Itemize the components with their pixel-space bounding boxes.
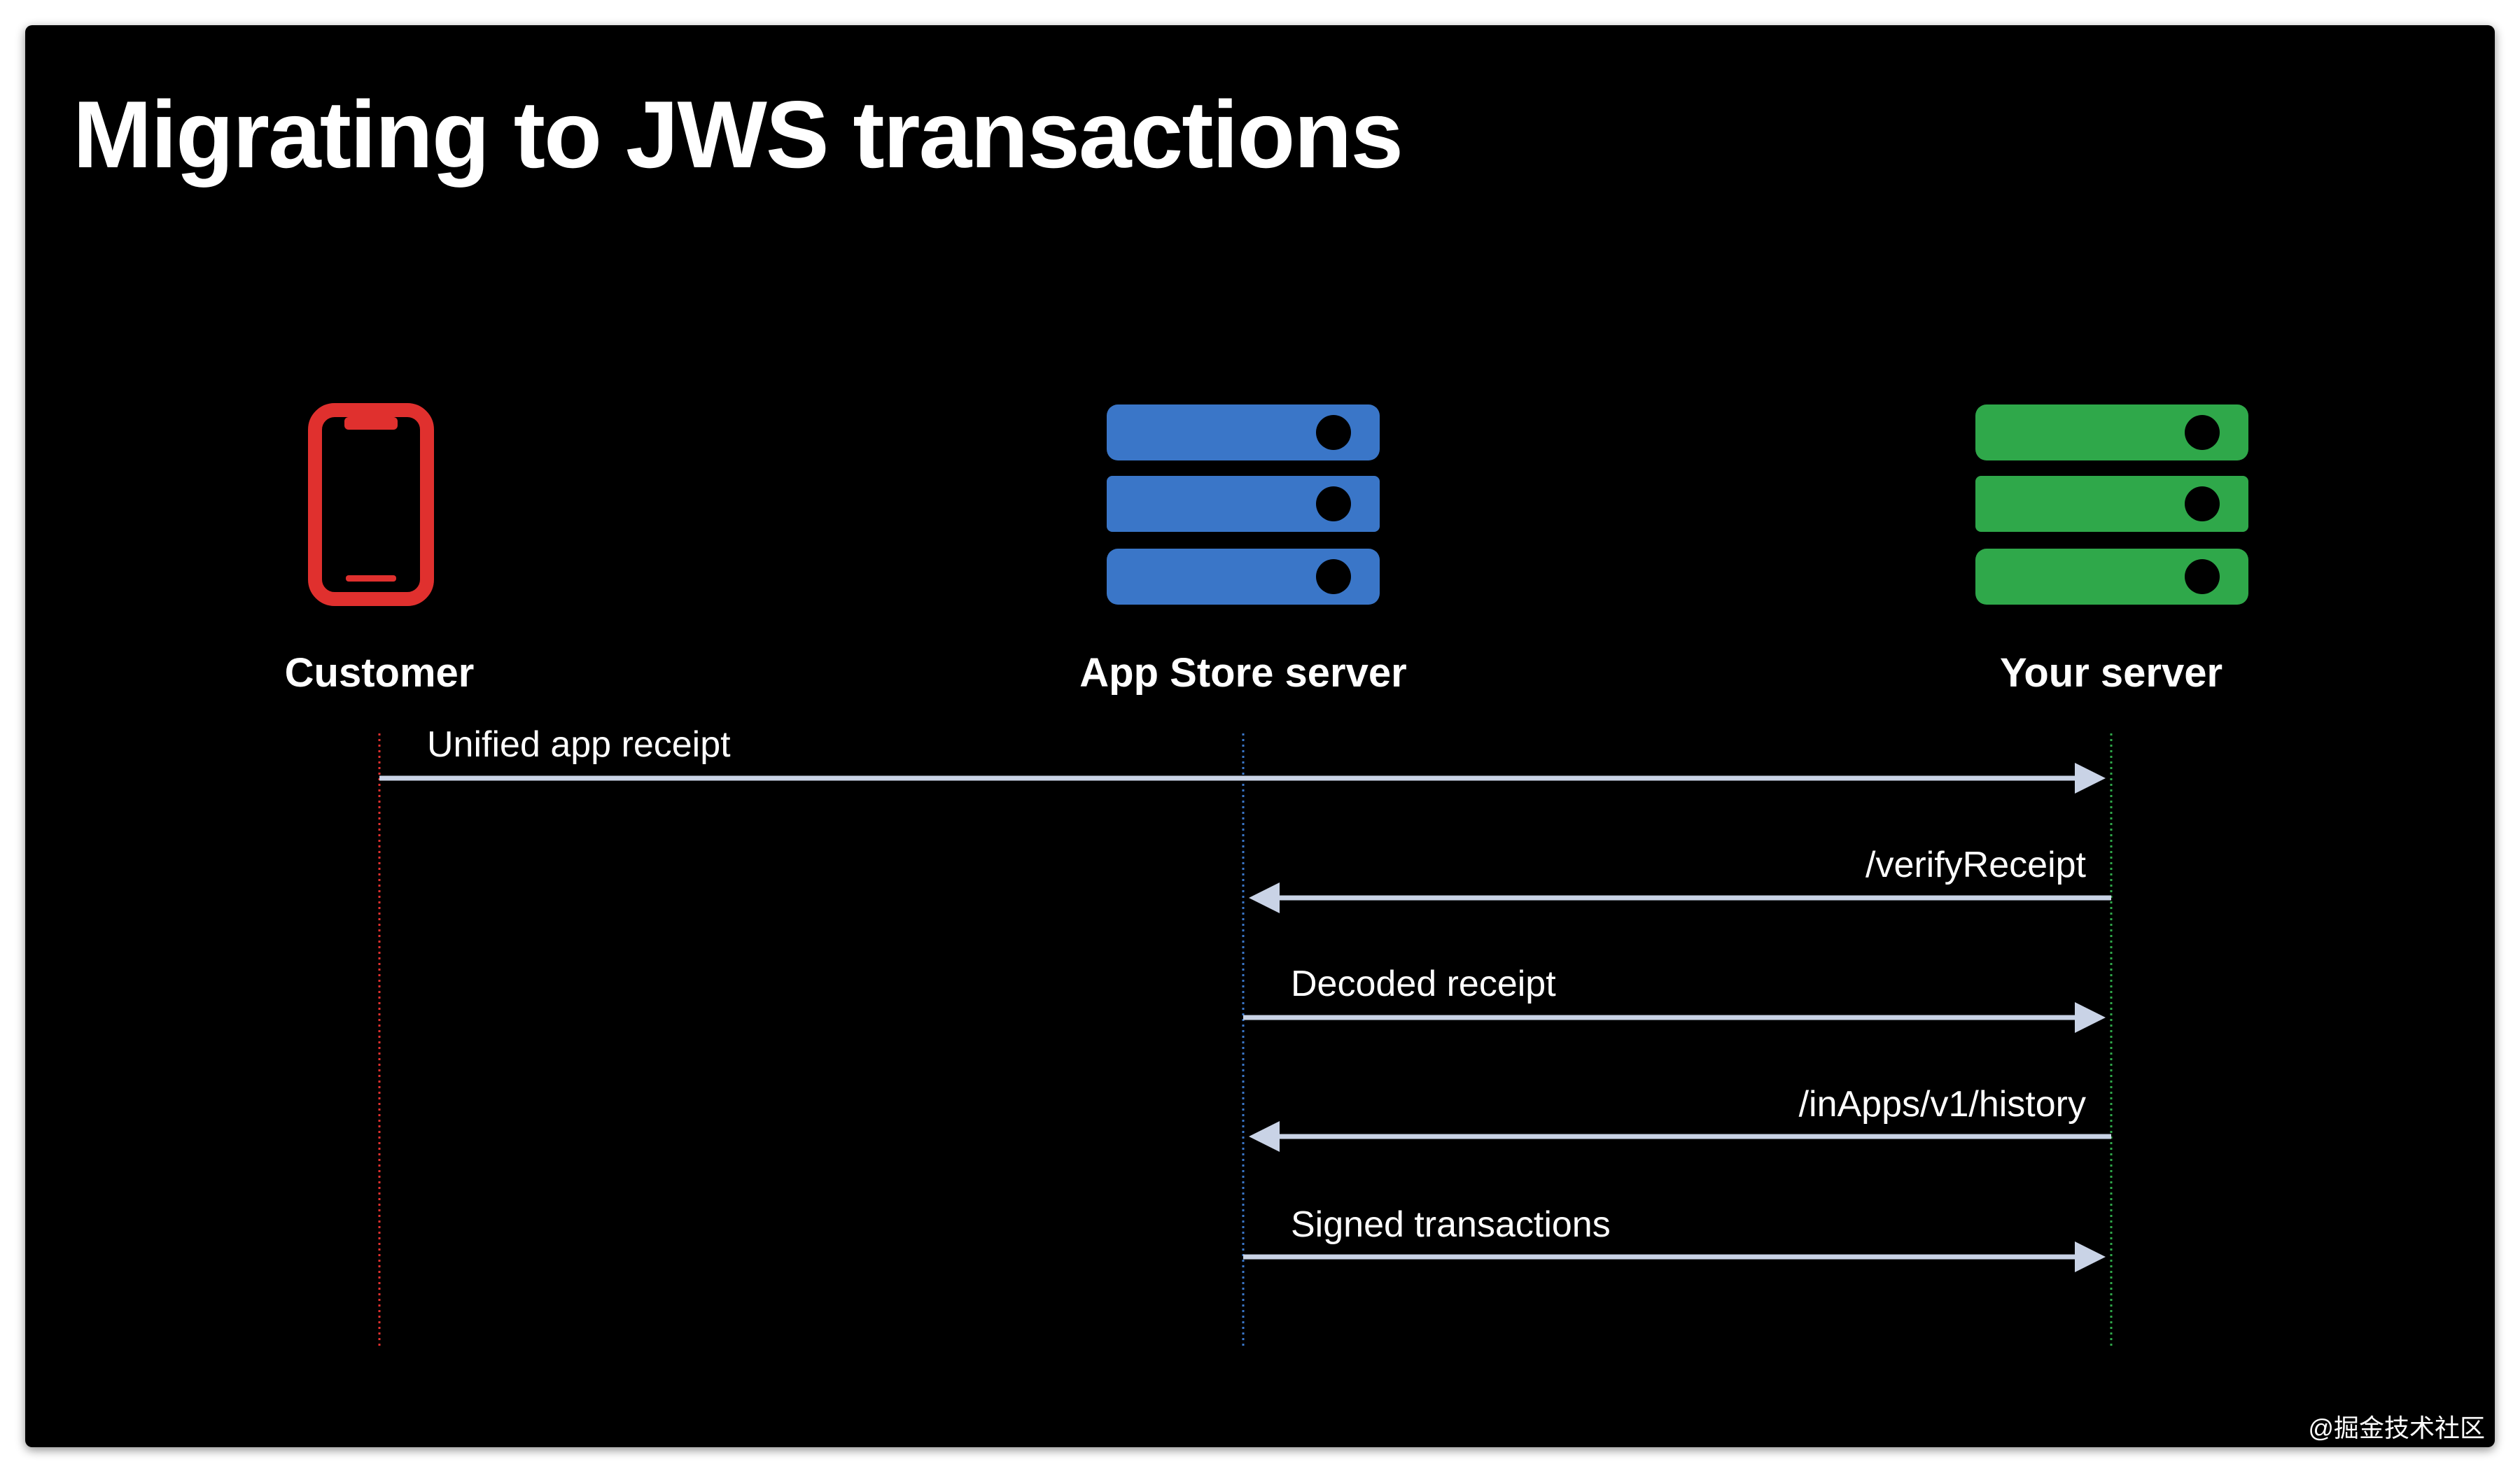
message-label-verify-receipt: /verifyReceipt xyxy=(1865,845,2086,885)
message-arrow-verify-receipt xyxy=(1249,882,2111,913)
watermark: @掘金技术社区 xyxy=(2308,1414,2485,1442)
message-arrow-inapps-history xyxy=(1249,1121,2111,1152)
actor-label-your-server: Your server xyxy=(1999,650,2223,696)
message-label-signed-transactions: Signed transactions xyxy=(1291,1204,1611,1245)
message-arrow-unified-app-receipt xyxy=(379,763,2106,794)
sequence-diagram xyxy=(308,403,2248,1348)
slide: Migrating to JWS transactions xyxy=(25,25,2495,1447)
message-label-decoded-receipt: Decoded receipt xyxy=(1291,964,1556,1004)
message-label-unified-app-receipt: Unified app receipt xyxy=(427,724,731,765)
actor-label-app-store-server: App Store server xyxy=(1079,650,1407,696)
message-arrow-signed-transactions xyxy=(1243,1241,2106,1272)
your-server-icon xyxy=(1975,404,2248,605)
phone-icon xyxy=(308,403,434,606)
actor-label-customer: Customer xyxy=(284,650,475,696)
message-label-inapps-history: /inApps/v1/history xyxy=(1798,1084,2086,1125)
slide-title: Migrating to JWS transactions xyxy=(73,81,1404,188)
app-store-server-icon xyxy=(1107,404,1380,605)
message-arrow-decoded-receipt xyxy=(1243,1002,2106,1033)
